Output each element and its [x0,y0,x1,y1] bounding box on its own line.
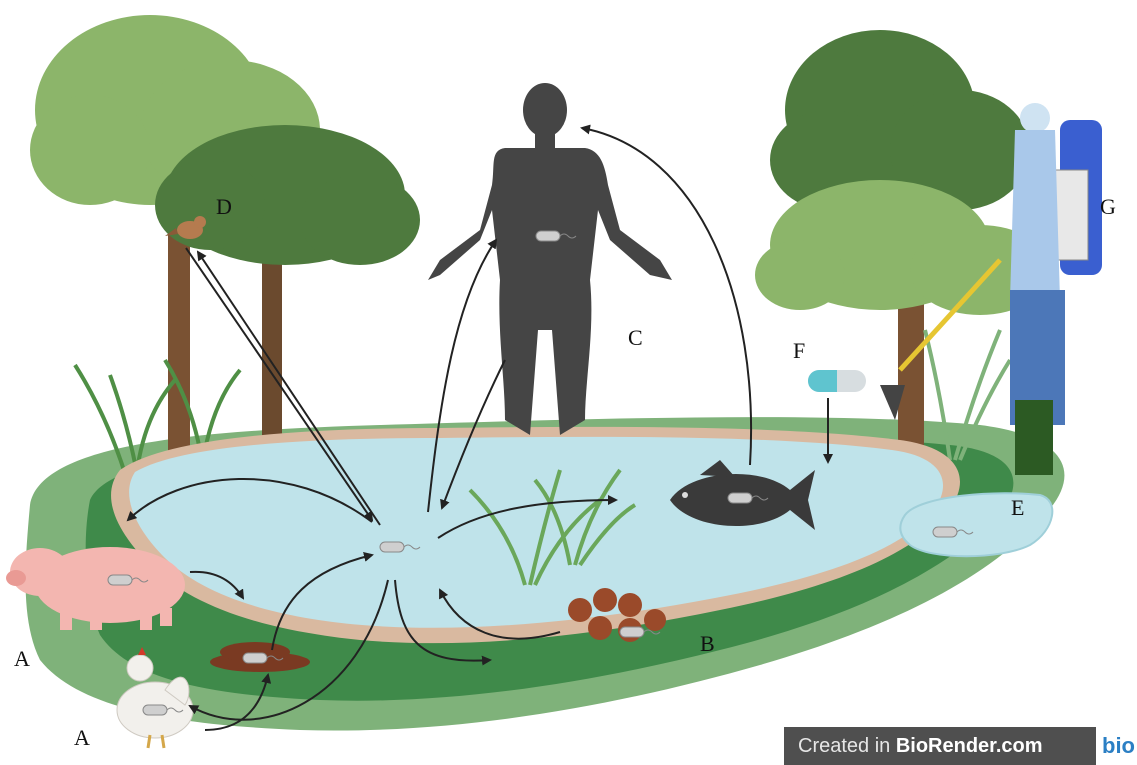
biorender-watermark: Created in BioRender.com bio [784,727,1137,765]
human-silhouette [428,83,672,435]
label-a-pig: A [14,648,30,670]
label-a-chicken: A [74,727,90,749]
label-e: E [1011,497,1024,519]
label-c: C [628,327,643,349]
pill [808,370,866,392]
watermark-text: Created in BioRender.com [798,735,1043,758]
label-b: B [700,633,715,655]
biorender-logo: bio [1096,727,1137,765]
label-f: F [793,340,805,362]
tree-left-front [155,125,420,440]
arrow-fish-to-human [582,128,751,465]
label-d: D [216,196,232,218]
label-g: G [1100,196,1116,218]
